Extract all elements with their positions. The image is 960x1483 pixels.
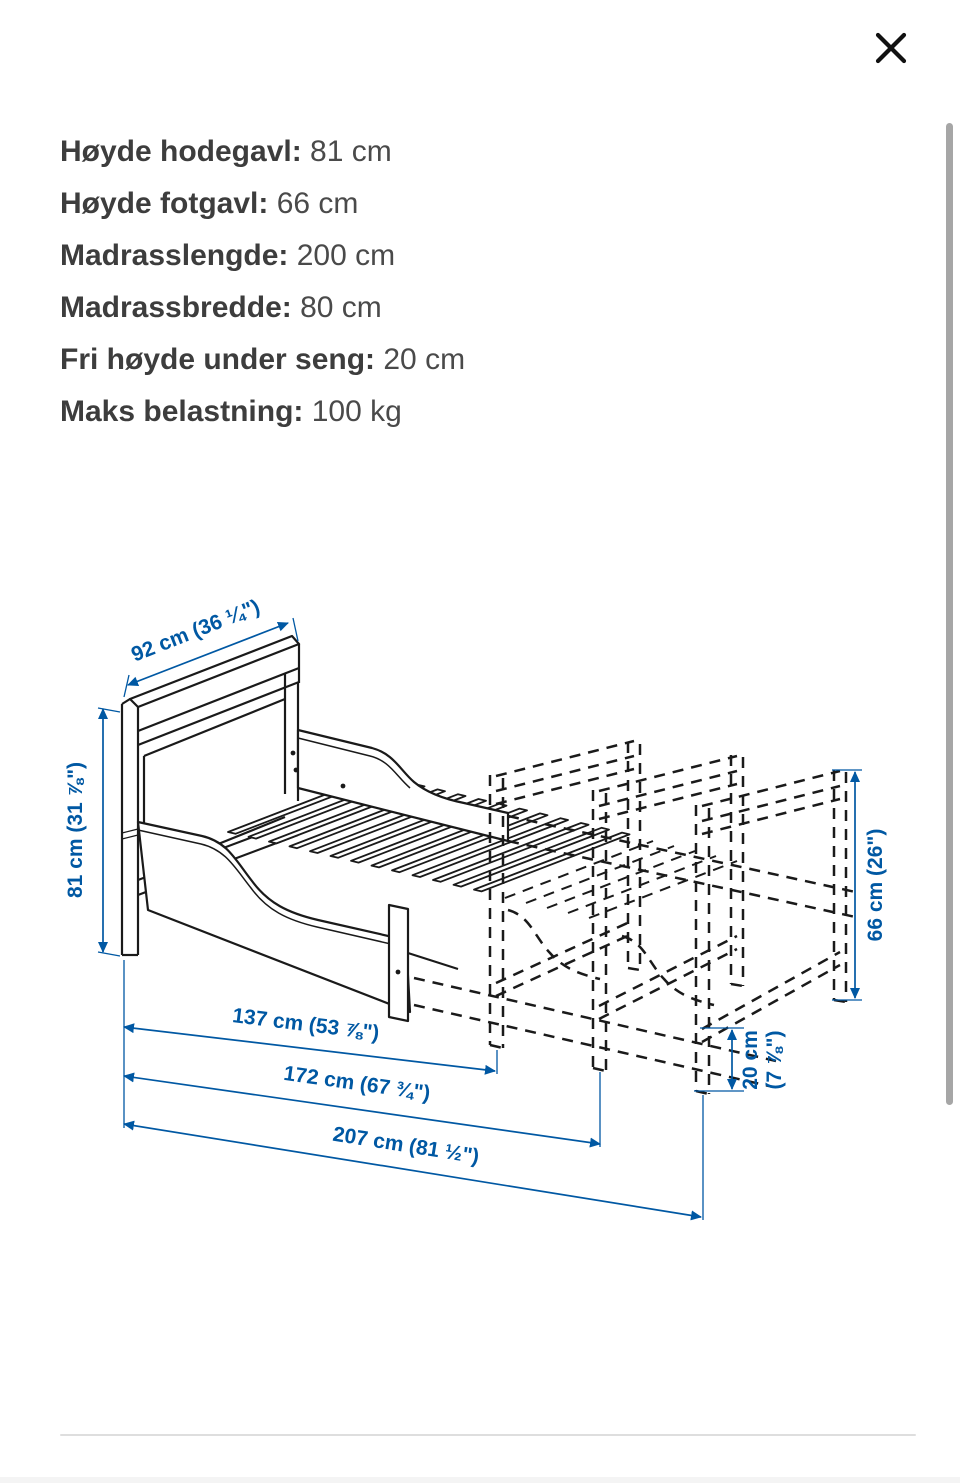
spec-label: Madrassbredde: <box>60 291 292 324</box>
spec-label: Høyde hodegavl: <box>60 135 302 168</box>
spec-row-madrassbredde: Madrassbredde: 80 cm <box>60 282 760 334</box>
label-headboard-height: 81 cm (31 ⅞") <box>64 762 87 898</box>
label-footboard-height: 66 cm (26") <box>864 829 887 942</box>
spec-value: 81 cm <box>310 135 392 168</box>
footboard-position-3 <box>694 769 848 1096</box>
label-clearance-2: (7 ⅞") <box>763 1031 786 1090</box>
footboard-position-2 <box>591 754 745 1073</box>
spec-label: Maks belastning: <box>60 395 304 428</box>
spec-row-fri-hoyde: Fri høyde under seng: 20 cm <box>60 334 760 386</box>
product-measurements-list: Høyde hodegavl: 81 cm Høyde fotgavl: 66 … <box>60 126 760 438</box>
dimension-annotations <box>97 617 862 1221</box>
spec-row-hodegavl: Høyde hodegavl: 81 cm <box>60 126 760 178</box>
spec-value: 100 kg <box>311 395 402 428</box>
spec-label: Fri høyde under seng: <box>60 343 376 376</box>
spec-row-fotgavl: Høyde fotgavl: 66 cm <box>60 178 760 230</box>
bed-dimension-diagram: 92 cm (36 ¼") 81 cm (31 ⅞") 137 cm (53 ⅞… <box>60 580 920 1260</box>
scrollbar-thumb[interactable] <box>946 123 953 1105</box>
far-guard-rail <box>290 728 510 843</box>
dim-line-137 <box>123 1023 496 1075</box>
dim-line-207 <box>123 1120 702 1221</box>
spec-value: 20 cm <box>383 343 466 376</box>
spec-value: 66 cm <box>276 187 359 220</box>
spec-row-maks-belastning: Maks belastning: 100 kg <box>60 386 760 438</box>
label-length-medium: 172 cm (67 ¾") <box>282 1062 431 1105</box>
label-clearance-1: 20 cm <box>739 1030 762 1090</box>
footboard-position-1 <box>488 739 642 1050</box>
bed-drawing-svg: 92 cm (36 ¼") 81 cm (31 ⅞") 137 cm (53 ⅞… <box>64 595 887 1221</box>
foot-leg <box>387 903 459 1023</box>
spec-row-madrasslengde: Madrasslengde: 200 cm <box>60 230 760 282</box>
spec-value: 80 cm <box>300 291 382 324</box>
spec-value: 200 cm <box>296 239 396 272</box>
spec-label: Høyde fotgavl: <box>60 187 269 220</box>
extension-frames-dashed <box>413 739 861 1096</box>
close-button[interactable] <box>869 26 913 70</box>
spec-label: Madrasslengde: <box>60 239 289 272</box>
close-icon <box>875 32 907 64</box>
label-length-short: 137 cm (53 ⅞") <box>231 1004 380 1045</box>
near-side-rail <box>136 820 412 1014</box>
next-section-edge <box>0 1477 960 1483</box>
dim-line-92 <box>127 621 289 687</box>
section-divider <box>60 1434 916 1436</box>
